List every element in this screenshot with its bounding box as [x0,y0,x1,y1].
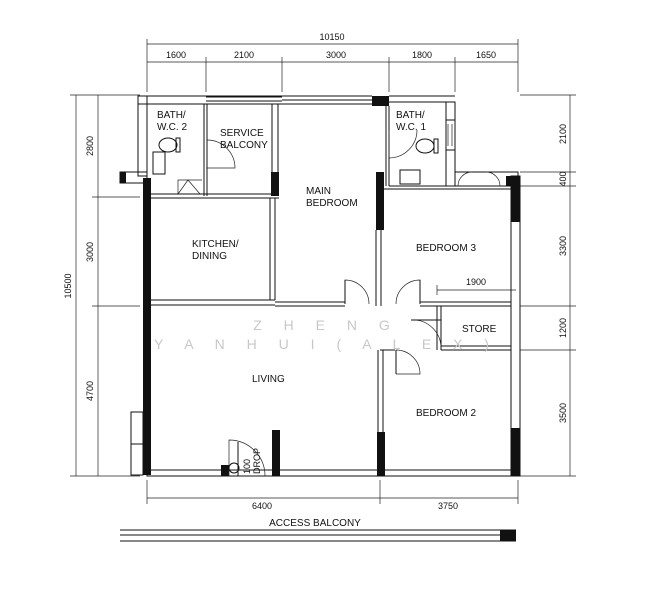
door-swing [206,139,236,169]
room-labels: BATH/ W.C. 2 SERVICE BALCONY MAIN BEDROO… [157,110,497,474]
label-service-balcony-line2: BALCONY [220,140,268,151]
dim-top-1: 1600 [166,50,186,60]
dim-left-1: 2800 [85,136,95,156]
dim-right-3: 3300 [558,236,568,256]
dim-left-2: 3000 [85,242,95,262]
watermark-line1: Z H E N G [253,317,399,333]
watermark-line2: Y A N H U I ( A L E X ) [154,336,498,352]
dim-overall-height: 10500 [63,273,73,298]
dimension-lines [70,39,576,504]
label-kitchen-line2: DINING [192,251,227,262]
dim-bottom-2: 3750 [438,501,458,511]
doors [177,129,501,477]
label-store: STORE [462,324,497,335]
dim-right-2: 400 [558,171,568,186]
label-bath2-line1: BATH/ [157,110,186,121]
label-main-bedroom-line2: BEDROOM [306,198,358,209]
label-bedroom2: BEDROOM 2 [416,408,476,419]
label-living: LIVING [252,374,285,385]
label-refuse-line2: DROP [252,448,262,474]
dim-top-3: 3000 [326,50,346,60]
label-bath2-line2: W.C. 2 [157,122,187,133]
access-balcony-label: ACCESS BALCONY [269,518,361,529]
dim-right-5: 3500 [558,403,568,423]
toilet [158,137,178,153]
label-bedroom3: BEDROOM 3 [416,243,476,254]
dim-bottom-1: 6400 [252,501,272,511]
label-service-balcony-line1: SERVICE [220,128,264,139]
dimension-labels: 10150 1600 2100 3000 1800 1650 10500 280… [63,32,568,511]
dim-top-2: 2100 [234,50,254,60]
dim-right-1: 2100 [558,124,568,144]
dim-right-4: 1200 [558,318,568,338]
sink [152,151,166,175]
label-refuse-line1: 100 [242,459,252,474]
fixtures [152,124,453,185]
dim-store-width: 1900 [466,277,486,287]
dim-left-3: 4700 [85,381,95,401]
access-balcony: ACCESS BALCONY [120,518,516,542]
dim-top-5: 1650 [476,50,496,60]
label-main-bedroom-line1: MAIN [306,186,331,197]
dim-overall-width: 10150 [319,32,344,42]
watermark: Z H E N G Y A N H U I ( A L E X ) [154,317,498,352]
label-bath1-line2: W.C. 1 [396,122,426,133]
exterior-walls [119,95,521,477]
interior-walls [151,104,511,476]
label-kitchen-line1: KITCHEN/ [192,239,239,250]
dim-top-4: 1800 [412,50,432,60]
label-bath1-line1: BATH/ [396,110,425,121]
